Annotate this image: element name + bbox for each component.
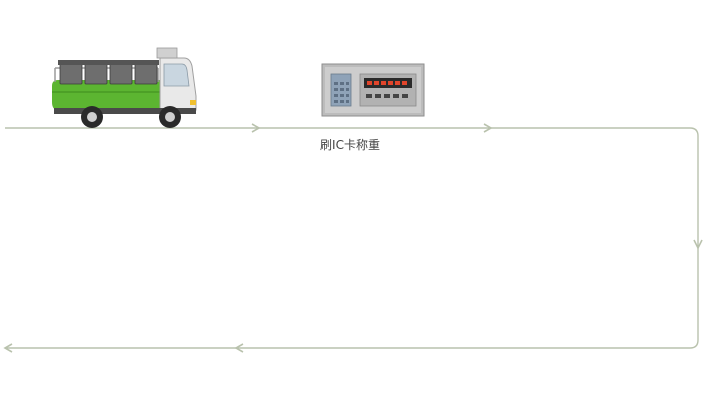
flow-arrows [3, 123, 703, 353]
arrow-right-icon [251, 123, 261, 133]
arrow-down-icon [693, 239, 703, 250]
arrow-left-icon [3, 343, 13, 353]
arrow-left-icon [234, 343, 244, 353]
collection-truck-icon [52, 47, 197, 128]
weighing-caption: 刷IC卡称重 [320, 138, 380, 152]
arrow-right-icon [483, 123, 493, 133]
flow-path [5, 127, 699, 349]
weighing-terminal-icon [321, 63, 425, 117]
